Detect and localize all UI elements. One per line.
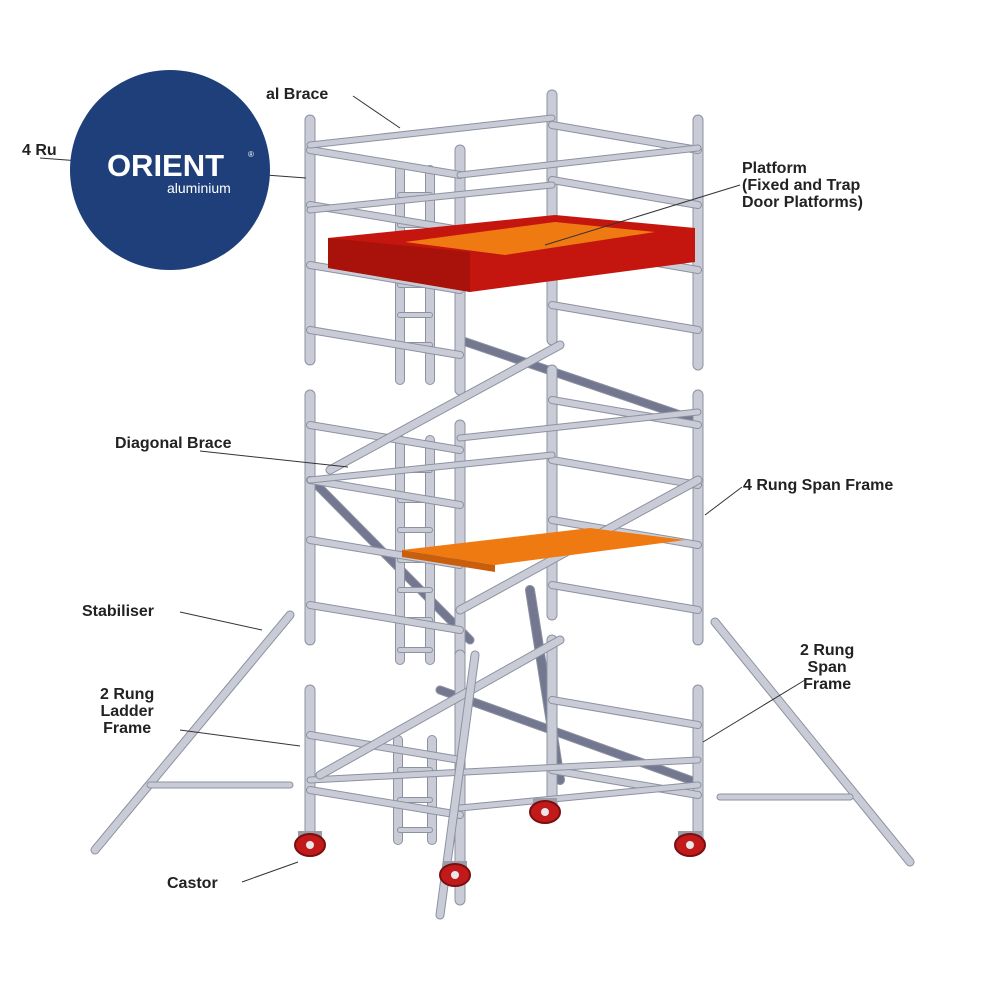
horizontal-brace-base-b-fill — [460, 785, 698, 808]
logo-registered-mark: ® — [248, 150, 254, 159]
horizontal-brace-base-fill — [310, 760, 698, 780]
logo-brand: ORIENT — [78, 148, 253, 184]
label-4-rung-span-frame: 4 Rung Span Frame — [743, 477, 893, 494]
frame-rung-0-fill — [310, 150, 460, 175]
castors — [295, 798, 705, 886]
leader-line-5 — [180, 612, 262, 630]
orient-logo: ORIENT ® aluminium — [70, 70, 270, 270]
label-stabiliser: Stabiliser — [82, 603, 154, 620]
label-2-rung-ladder-frame: 2 Rung Ladder Frame — [100, 686, 154, 737]
frame-rung-3-fill — [310, 330, 460, 355]
leader-line-4 — [705, 487, 742, 515]
label-diagonal-brace: Diagonal Brace — [115, 435, 231, 452]
label-castor: Castor — [167, 875, 218, 892]
leader-line-7 — [180, 730, 300, 746]
frame-rung-15-fill — [552, 585, 698, 610]
castor-hub-0 — [306, 841, 314, 849]
logo-tagline: aluminium — [167, 180, 231, 196]
horizontal-brace-mid-fill — [460, 412, 698, 438]
horizontal-brace-top-fill — [310, 118, 552, 145]
label-horizontal-brace: al Brace — [266, 86, 328, 103]
label-2-rung-span-frame: 2 Rung Span Frame — [800, 642, 854, 693]
castor-hub-3 — [451, 871, 459, 879]
leader-line-0 — [353, 96, 400, 128]
castor-hub-1 — [541, 808, 549, 816]
label-platform: Platform (Fixed and Trap Door Platforms) — [742, 160, 863, 211]
label-4-rung-ladder-frame: 4 Ru — [22, 142, 57, 159]
frame-rung-4-fill — [552, 125, 698, 150]
leader-line-3 — [200, 451, 348, 467]
frame-rung-17-fill — [310, 790, 460, 815]
leader-line-8 — [242, 862, 298, 882]
frame-rung-13-fill — [552, 460, 698, 485]
frame-rung-5-fill — [552, 180, 698, 205]
castor-hub-2 — [686, 841, 694, 849]
horizontal-brace-top-b-fill — [460, 148, 698, 175]
frame-rung-18-fill — [552, 700, 698, 725]
platforms — [328, 215, 695, 572]
frame-rung-7-fill — [552, 305, 698, 330]
